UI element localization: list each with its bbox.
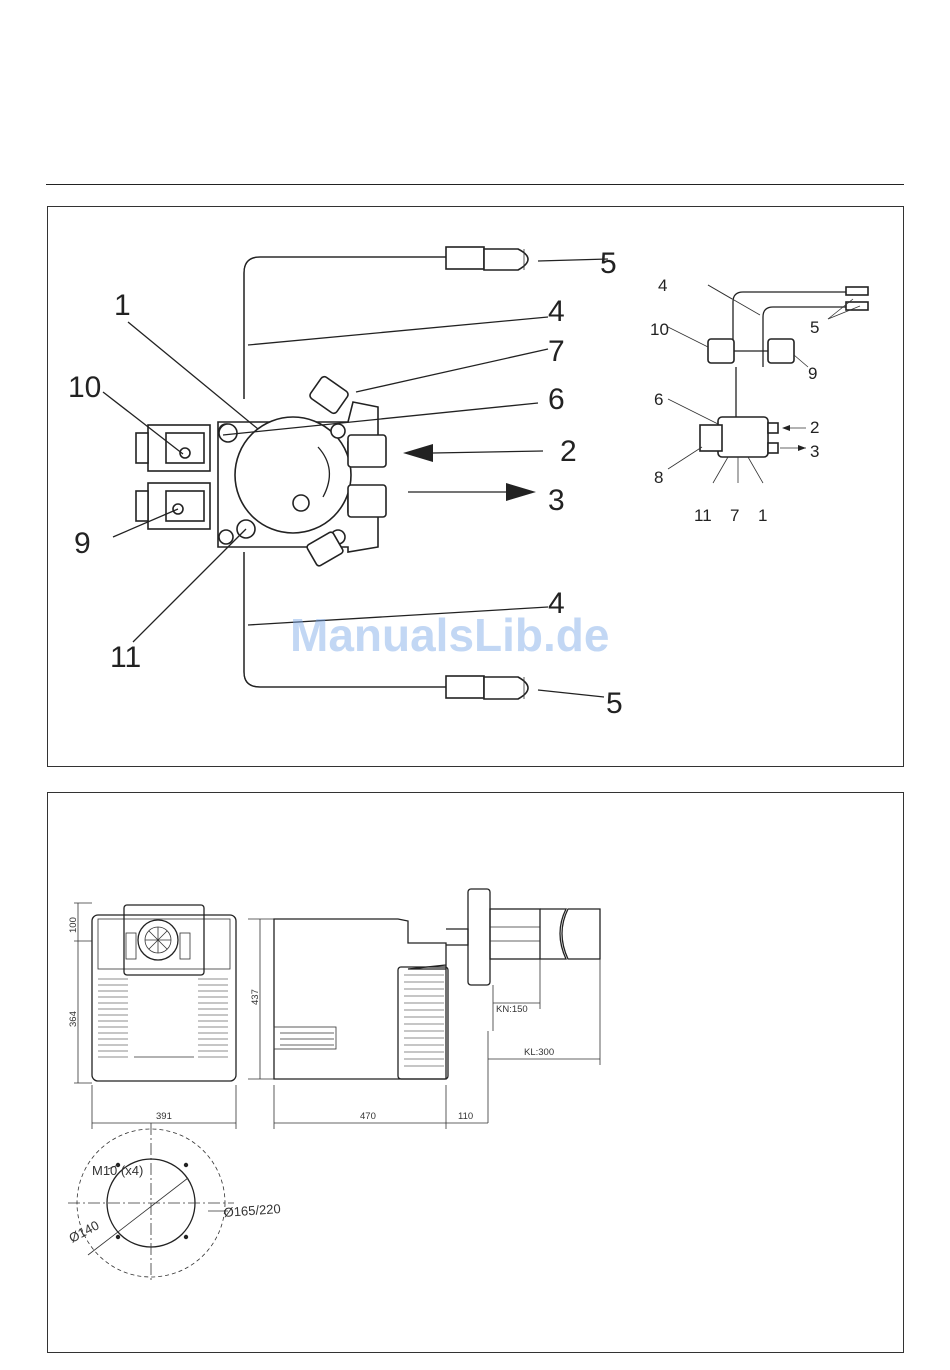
return-fitting-3 (348, 485, 386, 517)
side-vent-grille (404, 975, 444, 1066)
callout-10: 10 (68, 371, 101, 404)
flange-inner-dia-label: Ø140 (66, 1217, 101, 1245)
callout-5-bottom: 5 (606, 687, 623, 720)
inset-callout-7: 7 (730, 506, 739, 525)
front-vent-grille-left (98, 979, 128, 1057)
inset-callout-4: 4 (658, 276, 667, 295)
dim-front-width: 391 (156, 1111, 172, 1122)
inset-callout-2: 2 (810, 418, 819, 437)
inset-callout-8: 8 (654, 468, 663, 487)
callout-7: 7 (548, 335, 565, 368)
pressure-port-6 (219, 424, 237, 442)
flange-outer-dia-label: Ø165/220 (223, 1201, 281, 1220)
dim-side-length: 470 (360, 1111, 376, 1122)
callout-2: 2 (560, 435, 577, 468)
inset-callout-6: 6 (654, 390, 663, 409)
callout-5-top: 5 (600, 247, 617, 280)
inlet-arrow (403, 444, 433, 462)
callout-4-top: 4 (548, 295, 565, 328)
dim-flange-length: 110 (458, 1111, 473, 1122)
pump-diagram: 1 2 3 4 4 5 5 6 7 9 10 11 (48, 207, 905, 768)
leader-5-top (538, 259, 608, 261)
leader-5-bottom (538, 690, 604, 697)
inset-callout-1: 1 (758, 506, 767, 525)
inset-callout-3: 3 (810, 442, 819, 461)
gauge-port-7 (308, 375, 349, 415)
callout-9: 9 (74, 527, 91, 560)
outlet-arrow (506, 483, 536, 501)
callout-1: 1 (114, 289, 131, 322)
dimension-panel: 100 364 391 437 (47, 792, 904, 1353)
front-view (92, 905, 236, 1081)
inset-valve-9 (768, 339, 794, 363)
inset-callout-5: 5 (810, 318, 819, 337)
flange-view (68, 1123, 234, 1283)
dim-kl: KL:300 (524, 1047, 554, 1058)
dimension-drawing: 100 364 391 437 (48, 793, 905, 1354)
dim-front-bottom: 364 (68, 1011, 79, 1027)
dim-kn: KN:150 (496, 1004, 528, 1015)
watermark: ManualsLib.de (290, 609, 609, 661)
inset-valve-10 (708, 339, 734, 363)
inset-callout-9: 9 (808, 364, 817, 383)
callout-6: 6 (548, 383, 565, 416)
pump-shaft-hole (293, 495, 309, 511)
inset-callout-10: 10 (650, 320, 669, 339)
pump-diagram-panel: 1 2 3 4 4 5 5 6 7 9 10 11 (47, 206, 904, 767)
inset-callout-11: 11 (694, 506, 712, 525)
front-vent-grille-right (198, 979, 228, 1057)
header-rule (46, 184, 904, 185)
lower-nozzle-nut (446, 676, 484, 698)
blast-tube (490, 909, 540, 959)
callout-3: 3 (548, 484, 565, 517)
upper-nozzle (484, 249, 528, 270)
inset-diagram (668, 285, 868, 483)
dim-side-height: 437 (250, 989, 261, 1005)
blast-tube-end (562, 909, 600, 959)
lower-nozzle (484, 677, 528, 699)
callout-11: 11 (110, 641, 141, 674)
inset-pump (718, 417, 768, 457)
upper-nozzle-nut (446, 247, 484, 269)
suction-fitting-2 (348, 435, 386, 467)
side-flange (468, 889, 490, 985)
flange-bolts-label: M10 (x4) (92, 1163, 143, 1178)
dim-front-top: 100 (68, 917, 79, 933)
